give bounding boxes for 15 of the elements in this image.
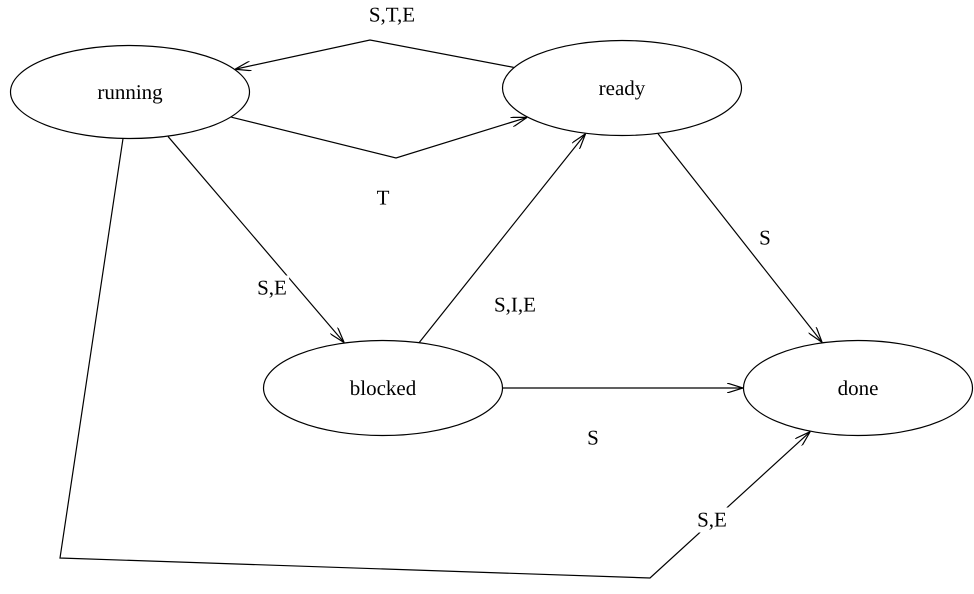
state-ellipse [263,340,503,436]
state-ellipse [10,45,250,139]
transition-arrow [503,382,744,394]
state-ellipse [502,40,742,136]
state-label: ready [598,76,646,100]
transition-arrow [658,133,823,343]
transition-arrow [234,39,514,72]
transition-arrow [418,133,586,343]
transition-arrow [59,138,811,579]
transition-arrow [168,136,345,344]
state-ellipse [743,340,973,436]
state-label: blocked [350,376,416,400]
state-label: running [97,80,163,104]
state-label: done [838,376,878,400]
transition-arrow [231,116,528,159]
